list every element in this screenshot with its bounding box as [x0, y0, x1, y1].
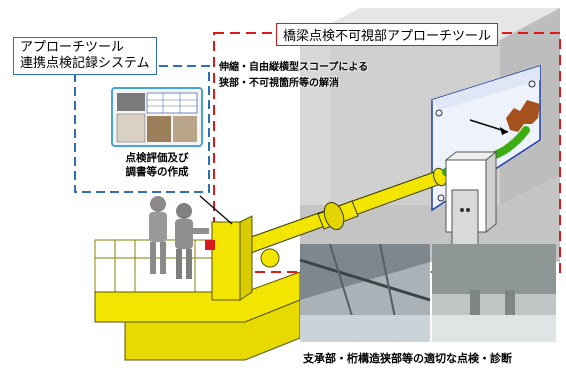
system-title-line2: 連携点検記録システム [20, 56, 150, 71]
tablet-caption-line1: 点検評価及び [125, 152, 189, 164]
system-title-line1: アプローチツール [20, 40, 125, 55]
support-block [444, 150, 498, 253]
system-title: アプローチツール 連携点検記録システム [13, 37, 157, 75]
scope-description: 伸縮・自由縦横型スコープによる 狭部・不可視箇所等の解消 [219, 60, 368, 92]
underside-photos [299, 243, 556, 343]
tablet-caption: 点検評価及び 調書等の作成 [112, 151, 202, 179]
system-frame [74, 65, 210, 193]
inspector-figures [149, 196, 209, 279]
scope-description-line2: 狭部・不可視箇所等の解消 [219, 78, 339, 89]
inspection-tablet [111, 87, 203, 147]
bridge-tool-title: 橋梁点検不可視部アプローチツール [276, 23, 499, 46]
scope-description-line1: 伸縮・自由縦横型スコープによる [219, 62, 369, 73]
scope-boom [219, 119, 530, 263]
inspection-vehicle [94, 195, 301, 361]
photos-caption: 支承部・桁構造狭部等の適切な点検・診断 [303, 352, 512, 365]
tablet-caption-line2: 調書等の作成 [125, 166, 189, 178]
